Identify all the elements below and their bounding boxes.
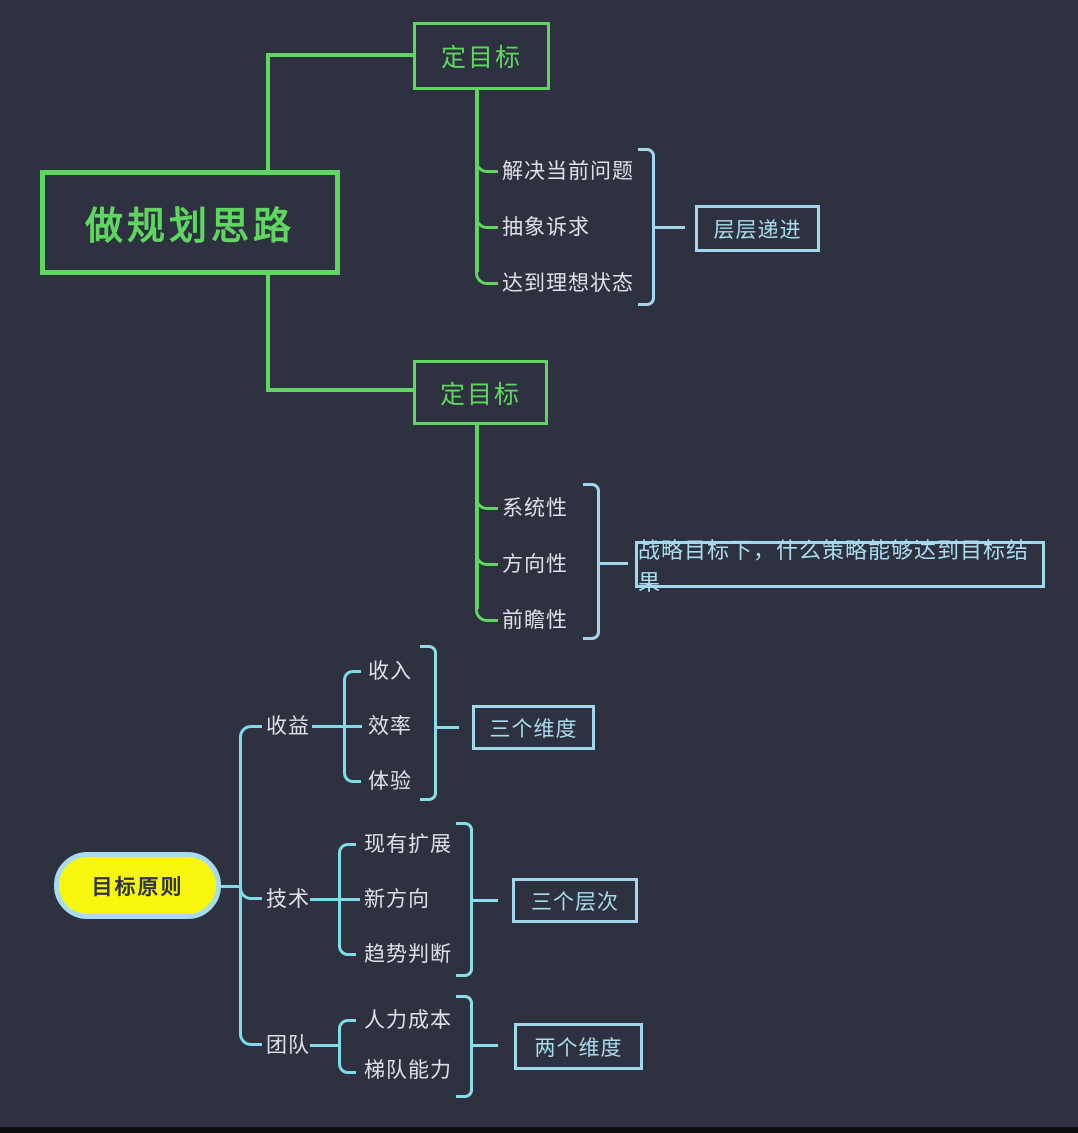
branch2-annotation[interactable]: 战略目标下，什么策略能够达到目标结果 xyxy=(635,538,1045,595)
group3-annotation[interactable]: 两个维度 xyxy=(514,1023,643,1070)
group2-lead xyxy=(310,898,360,901)
principle-elbow-mid xyxy=(239,886,262,900)
connector-root-goal1-horizontal xyxy=(266,53,413,57)
principle-node-label: 目标原则 xyxy=(91,875,184,899)
group1-lead xyxy=(312,725,362,728)
goal-node-1[interactable]: 定目标 xyxy=(413,22,550,90)
group3-annotation-label: 两个维度 xyxy=(534,1036,623,1060)
branch2-leaf-3[interactable]: 前瞻性 xyxy=(502,609,568,632)
principle-elbow-bottom xyxy=(239,1032,262,1046)
group3-leaf-2[interactable]: 梯队能力 xyxy=(364,1059,452,1082)
branch2-leaf-1[interactable]: 系统性 xyxy=(502,497,568,520)
group3-leaf-1[interactable]: 人力成本 xyxy=(364,1009,452,1032)
group2-brace xyxy=(338,843,356,956)
principle-elbow-top xyxy=(239,725,262,740)
connector-root-goal1-vertical xyxy=(266,53,270,172)
group1-leaf-2[interactable]: 效率 xyxy=(368,715,412,738)
branch1-bracket-tail xyxy=(655,226,685,229)
group2-annotation[interactable]: 三个层次 xyxy=(512,878,638,923)
branch1-annotation-label: 层层递进 xyxy=(713,218,802,242)
group1-leaf-1[interactable]: 收入 xyxy=(368,660,412,683)
goal-node-2[interactable]: 定目标 xyxy=(413,360,548,425)
branch2-bracket xyxy=(583,483,600,640)
connector-root-goal2-horizontal xyxy=(266,388,413,392)
group3-label[interactable]: 团队 xyxy=(266,1034,310,1057)
branch2-annotation-label: 战略目标下，什么策略能够达到目标结果 xyxy=(638,537,1030,595)
branch2-trunk xyxy=(475,425,479,609)
group3-bracket xyxy=(456,995,473,1098)
root-node[interactable]: 做规划思路 xyxy=(40,170,340,275)
goal-node-1-label: 定目标 xyxy=(440,44,522,72)
branch2-bracket-tail xyxy=(600,562,628,565)
goal-node-2-label: 定目标 xyxy=(439,380,521,409)
branch1-trunk xyxy=(475,90,479,272)
branch1-elbow-3 xyxy=(475,271,498,285)
group1-leaf-3[interactable]: 体验 xyxy=(368,770,412,793)
branch2-elbow-3 xyxy=(475,608,498,622)
group1-bracket-tail xyxy=(437,726,459,729)
group2-leaf-3[interactable]: 趋势判断 xyxy=(364,943,452,966)
group2-leaf-1[interactable]: 现有扩展 xyxy=(364,833,452,856)
branch1-leaf-1[interactable]: 解决当前问题 xyxy=(502,160,634,183)
group1-annotation-label: 三个维度 xyxy=(489,717,578,741)
group1-brace xyxy=(343,670,361,783)
root-node-label: 做规划思路 xyxy=(84,206,295,248)
group2-bracket xyxy=(456,822,473,977)
group2-annotation-label: 三个层次 xyxy=(531,890,619,914)
group3-brace xyxy=(338,1019,356,1074)
branch1-elbow-1 xyxy=(475,159,498,173)
group1-label[interactable]: 收益 xyxy=(266,715,310,738)
principle-lead xyxy=(221,885,240,888)
branch1-elbow-2 xyxy=(475,215,498,229)
group1-annotation[interactable]: 三个维度 xyxy=(472,705,595,750)
branch1-bracket xyxy=(638,148,655,306)
group3-bracket-tail xyxy=(473,1044,498,1047)
group3-lead xyxy=(310,1044,338,1047)
branch1-annotation[interactable]: 层层递进 xyxy=(695,205,820,252)
branch1-leaf-2[interactable]: 抽象诉求 xyxy=(502,216,590,239)
branch2-elbow-2 xyxy=(475,552,498,566)
branch2-leaf-2[interactable]: 方向性 xyxy=(502,553,568,576)
principle-node[interactable]: 目标原则 xyxy=(54,852,221,919)
group2-bracket-tail xyxy=(473,899,498,902)
group2-leaf-2[interactable]: 新方向 xyxy=(364,888,430,911)
bottom-edge-bar xyxy=(0,1127,1078,1133)
group1-bracket xyxy=(420,645,437,801)
group2-label[interactable]: 技术 xyxy=(266,888,310,911)
branch2-elbow-1 xyxy=(475,496,498,510)
branch1-leaf-3[interactable]: 达到理想状态 xyxy=(502,272,634,295)
connector-root-goal2-vertical xyxy=(266,273,270,392)
